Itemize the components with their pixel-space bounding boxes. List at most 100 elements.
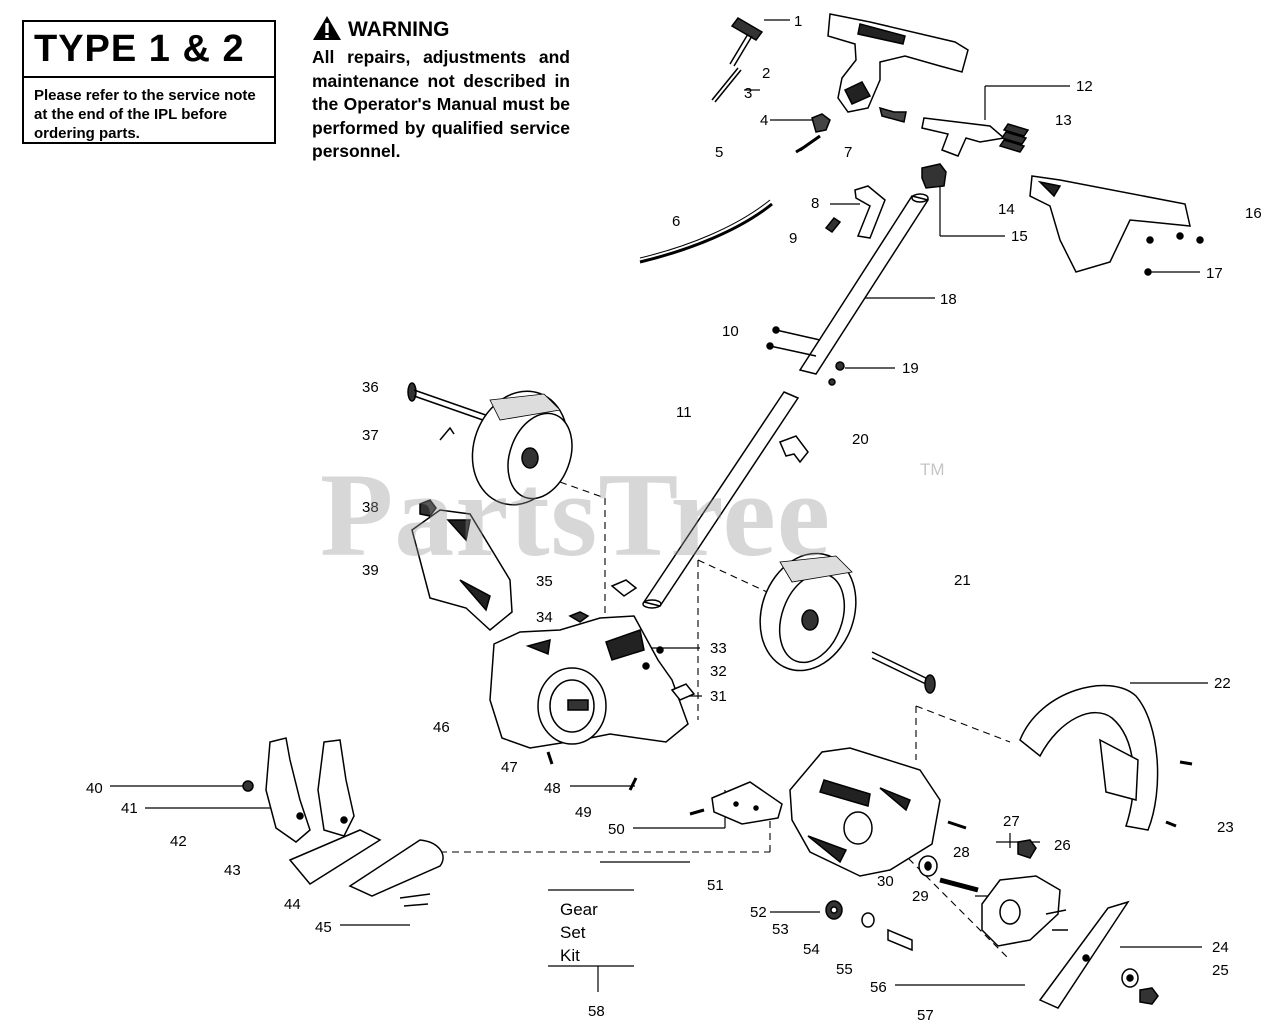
kit-line-3: Kit [560,946,580,965]
part-24-blade [1038,900,1159,1009]
part-12-trigger [878,106,1006,157]
callout-22: 22 [1214,675,1231,692]
callout-21: 21 [954,572,971,589]
callout-41: 41 [121,800,138,817]
part-4-nut [811,113,831,133]
callout-8: 8 [811,195,819,212]
callout-58: 58 [588,1003,605,1020]
part-37-wheel [471,390,573,506]
part-51-gear-housing [789,747,941,877]
part-34-clip [568,611,590,623]
part-26-knob [1017,839,1037,859]
callout-19: 19 [902,360,919,377]
callout-34: 34 [536,609,553,626]
callout-25: 25 [1212,962,1229,979]
part-31-block [670,683,696,701]
part-15-bushing [921,163,947,189]
callout-labels: 1 2 3 4 5 6 7 8 9 10 11 12 13 14 15 16 1… [86,13,1262,1024]
warning-body: All repairs, adjustments and maintenance… [312,47,570,161]
callout-47: 47 [501,759,518,776]
part-18-upper-tube [798,193,930,375]
part-38-nut [419,499,437,517]
callout-38: 38 [362,499,379,516]
callout-3: 3 [744,85,752,102]
part-9-pin [824,216,842,234]
callout-9: 9 [789,230,797,247]
callout-16: 16 [1245,205,1262,222]
callout-7: 7 [844,144,852,161]
callout-45: 45 [315,919,332,936]
watermark: PartsTree [320,448,831,581]
callout-44: 44 [284,896,301,913]
callout-14: 14 [998,201,1015,218]
part-13-spring [998,123,1030,153]
callout-18: 18 [940,291,957,308]
callout-55: 55 [836,961,853,978]
callout-4: 4 [760,112,768,129]
callout-43: 43 [224,862,241,879]
callout-31: 31 [710,688,727,705]
callout-26: 26 [1054,837,1071,854]
callout-49: 49 [575,804,592,821]
part-44-guards [288,829,444,907]
callout-6: 6 [672,213,680,230]
part-54-washer [861,912,875,928]
callout-17: 17 [1206,265,1223,282]
type-title: TYPE 1 & 2 [24,22,274,78]
callout-51: 51 [707,877,724,894]
callout-5: 5 [715,144,723,161]
watermark-trademark: TM [920,460,945,479]
callout-36: 36 [362,379,379,396]
dashed-lines [440,481,1011,961]
part-5-screw [795,134,821,154]
callout-10: 10 [722,323,739,340]
part-19-nut [835,361,845,371]
callout-39: 39 [362,562,379,579]
part-41-blade-holders [242,737,355,843]
callout-15: 15 [1011,228,1028,245]
part-20-clip [779,435,809,464]
callout-35: 35 [536,573,553,590]
part-1-knob [729,17,764,67]
callout-28: 28 [953,844,970,861]
callout-37: 37 [362,427,379,444]
callout-24: 24 [1212,939,1229,956]
callout-13: 13 [1055,112,1072,129]
callout-57: 57 [917,1007,934,1024]
warning-heading: WARNING [312,14,450,46]
part-57-flange [981,875,1068,947]
part-46-housing [489,615,689,749]
callout-50: 50 [608,821,625,838]
callout-23: 23 [1217,819,1234,836]
part-7-upper-handle [827,13,969,113]
type-note: Please refer to the service note at the … [34,87,256,142]
kit-line-2: Set [560,923,586,942]
part-3-rod [711,67,742,103]
callout-27: 27 [1003,813,1020,830]
part-35-washer [610,579,638,597]
part-39-bracket [411,509,513,631]
callout-48: 48 [544,780,561,797]
callout-46: 46 [433,719,450,736]
part-11-lower-tube [642,391,800,609]
callout-2: 2 [762,65,770,82]
callout-54: 54 [803,941,820,958]
gear-set-kit-label: Gear Set Kit [560,898,620,967]
part-8-lever [854,185,886,239]
part-10-bolts [766,326,821,357]
callout-29: 29 [912,888,929,905]
callout-40: 40 [86,780,103,797]
type-box: TYPE 1 & 2 Please refer to the service n… [22,20,276,144]
part-28-screw [947,820,967,830]
callout-32: 32 [710,663,727,680]
part-50-plate [689,781,783,825]
callout-53: 53 [772,921,789,938]
part-16-bracket [1029,175,1204,276]
part-22-blade-guard [1019,684,1193,831]
callout-33: 33 [710,640,727,657]
part-56-bolt [887,928,913,952]
kit-line-1: Gear [560,900,598,919]
callout-42: 42 [170,833,187,850]
part-6-cable [639,202,773,264]
